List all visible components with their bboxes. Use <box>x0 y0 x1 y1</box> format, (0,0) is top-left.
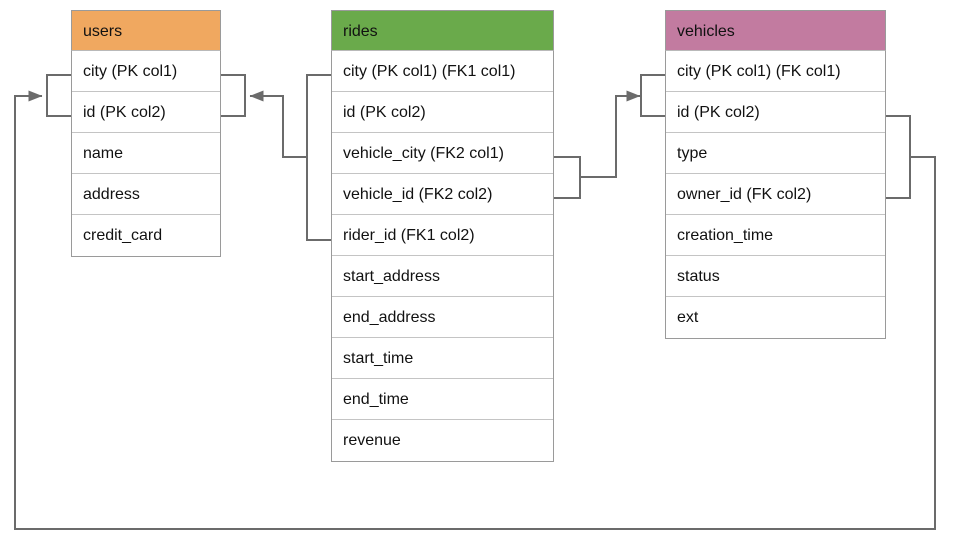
entity-users-column-name[interactable]: name <box>72 133 220 174</box>
entity-rides-column-vehicle-id[interactable]: vehicle_id (FK2 col2) <box>332 174 553 215</box>
edge-vehicles-left-bracket <box>640 74 666 117</box>
entity-vehicles-column-creation-time[interactable]: creation_time <box>666 215 885 256</box>
entity-vehicles-column-id[interactable]: id (PK col2) <box>666 92 885 133</box>
entity-vehicles-column-type[interactable]: type <box>666 133 885 174</box>
entity-rides-column-end-time[interactable]: end_time <box>332 379 553 420</box>
entity-vehicles-title: vehicles <box>665 10 886 51</box>
entity-vehicles-column-city[interactable]: city (PK col1) (FK col1) <box>666 51 885 92</box>
entity-rides-column-start-time[interactable]: start_time <box>332 338 553 379</box>
edge-users-right-bracket <box>220 74 246 117</box>
entity-rides-column-city[interactable]: city (PK col1) (FK1 col1) <box>332 51 553 92</box>
entity-rides-column-id[interactable]: id (PK col2) <box>332 92 553 133</box>
entity-users-column-id[interactable]: id (PK col2) <box>72 92 220 133</box>
edge-vehicles-fk-bracket <box>885 115 911 199</box>
entity-rides-title: rides <box>331 10 554 51</box>
edge-rides-fk1-to-users <box>249 90 308 158</box>
entity-rides-column-end-address[interactable]: end_address <box>332 297 553 338</box>
entity-users-column-city[interactable]: city (PK col1) <box>72 51 220 92</box>
entity-users[interactable]: users city (PK col1) id (PK col2) name a… <box>71 10 221 257</box>
entity-rides-column-revenue[interactable]: revenue <box>343 432 401 449</box>
entity-vehicles-column-status[interactable]: status <box>666 256 885 297</box>
entity-vehicles[interactable]: vehicles city (PK col1) (FK col1) id (PK… <box>665 10 886 339</box>
entity-users-title: users <box>71 10 221 51</box>
entity-vehicles-column-owner-id[interactable]: owner_id (FK col2) <box>666 174 885 215</box>
entity-users-column-address[interactable]: address <box>72 174 220 215</box>
edge-rides-fk1-bracket <box>306 74 332 241</box>
entity-rides-column-start-address[interactable]: start_address <box>332 256 553 297</box>
entity-rides-column-rider-id[interactable]: rider_id (FK1 col2) <box>332 215 553 256</box>
entity-vehicles-column-ext[interactable]: ext <box>677 309 699 326</box>
edge-rides-fk2-to-vehicles <box>579 90 641 178</box>
edge-users-left-bracket <box>46 74 72 117</box>
entity-users-column-credit-card[interactable]: credit_card <box>83 227 163 244</box>
entity-rides[interactable]: rides city (PK col1) (FK1 col1) id (PK c… <box>331 10 554 462</box>
entity-rides-column-vehicle-city[interactable]: vehicle_city (FK2 col1) <box>332 133 553 174</box>
edge-rides-fk2-bracket <box>553 156 581 199</box>
